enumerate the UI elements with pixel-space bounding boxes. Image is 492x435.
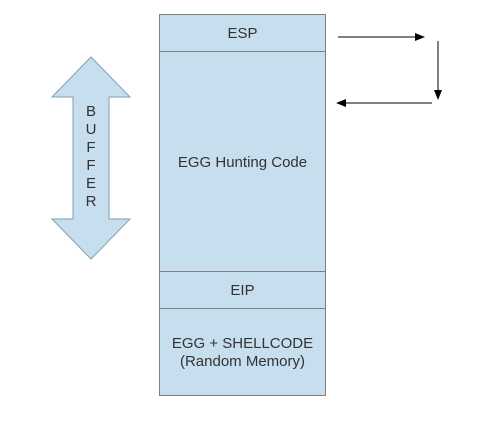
buffer-letter: F xyxy=(86,139,95,156)
buffer-arrow: B U F F E R xyxy=(50,56,132,260)
buffer-label: B U F F E R xyxy=(86,103,97,210)
loop-arrows xyxy=(336,33,442,107)
stack-column: ESP EGG Hunting Code EIP EGG + SHELLCODE… xyxy=(159,14,326,396)
eip-box xyxy=(159,271,326,309)
egg-hunting-box xyxy=(159,51,326,272)
buffer-letter: B xyxy=(86,103,96,120)
buffer-letter: F xyxy=(86,157,95,174)
buffer-letter: E xyxy=(86,175,96,192)
shellcode-box xyxy=(159,308,326,396)
shellcode-label-line1: EGG + SHELLCODE xyxy=(172,335,313,352)
buffer-arrow-icon xyxy=(50,56,132,260)
esp-label: ESP xyxy=(227,25,257,42)
buffer-letter: U xyxy=(86,121,97,138)
buffer-letter: R xyxy=(86,193,97,210)
shellcode-label-line2: (Random Memory) xyxy=(180,353,305,370)
egg-hunting-label: EGG Hunting Code xyxy=(178,154,307,171)
eip-label: EIP xyxy=(230,282,254,299)
